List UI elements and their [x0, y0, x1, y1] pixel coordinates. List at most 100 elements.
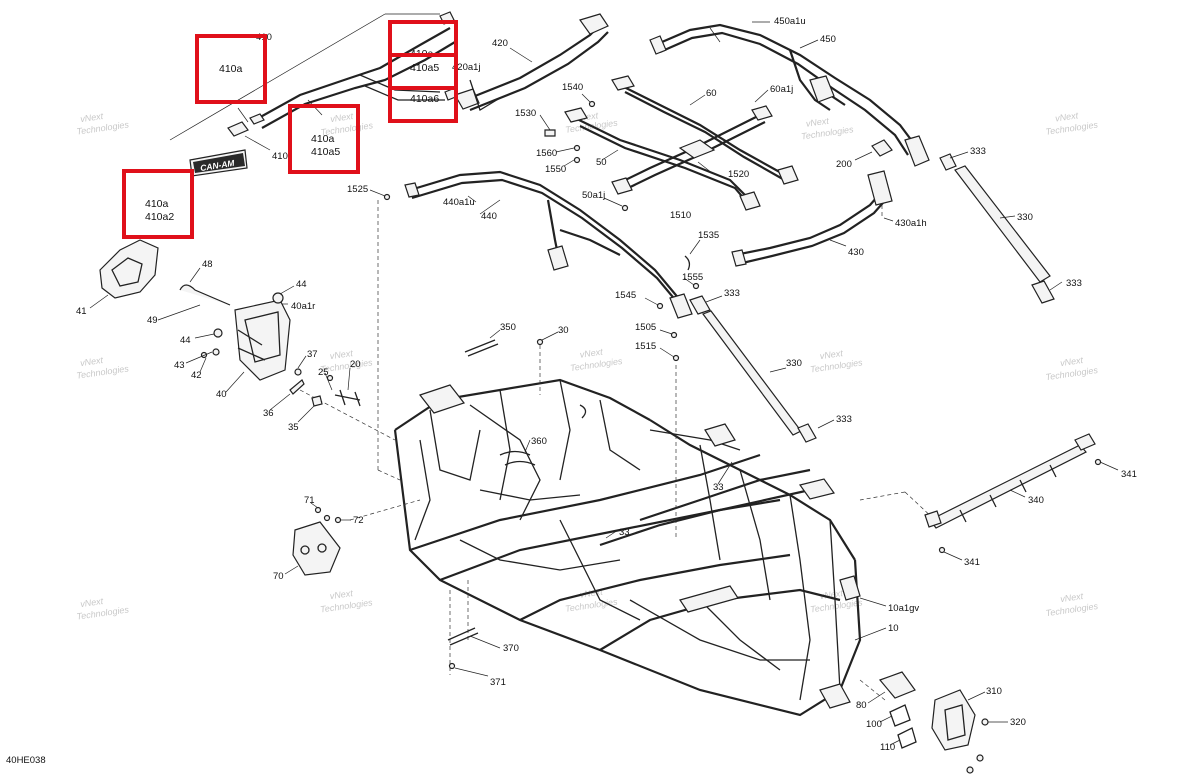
svg-text:vNext: vNext [1060, 591, 1085, 604]
svg-text:vNext: vNext [329, 588, 354, 601]
front-hoop-440 [404, 170, 693, 319]
svg-text:vNext: vNext [805, 116, 830, 129]
label-440: 440 [481, 211, 497, 222]
svg-text:vNext: vNext [79, 355, 104, 368]
label-41: 41 [76, 306, 87, 317]
label-10: 10 [888, 623, 899, 634]
label-20: 20 [350, 359, 361, 370]
highlight-box-410a[interactable]: 410a [195, 34, 267, 104]
highlight-box-410a6[interactable]: 410a6 [388, 86, 458, 123]
label-49: 49 [147, 315, 158, 326]
svg-text:vNext: vNext [329, 348, 354, 361]
label-50a1j: 50a1j [582, 190, 605, 201]
label-70: 70 [273, 571, 284, 582]
skid-plate-41 [89, 239, 159, 309]
svg-text:410a2: 410a2 [145, 211, 174, 223]
highlight-box-410a-410a5[interactable]: 410a 410a5 [288, 104, 360, 174]
label-60a1j: 60a1j [770, 84, 793, 95]
label-1515: 1515 [635, 341, 656, 352]
svg-text:Technologies: Technologies [1045, 119, 1099, 136]
svg-text:410a: 410a [219, 63, 243, 75]
label-341-b: 341 [964, 557, 980, 568]
can-am-decal: CAN-AM [189, 149, 248, 177]
label-333-a: 333 [970, 146, 986, 157]
label-410: 410 [272, 151, 288, 162]
label-340: 340 [1028, 495, 1044, 506]
label-60: 60 [706, 88, 717, 99]
bar-420 [454, 13, 609, 112]
svg-text:vNext: vNext [1059, 355, 1084, 368]
parts-350-30 [464, 329, 559, 357]
label-33-a: 33 [713, 482, 724, 493]
hardware-1535-1555 [644, 239, 711, 315]
label-341-a: 341 [1121, 469, 1137, 480]
svg-text:410a: 410a [145, 198, 169, 210]
label-430a1h: 430a1h [895, 218, 927, 229]
svg-text:410a5: 410a5 [311, 146, 340, 158]
label-330-b: 330 [786, 358, 802, 369]
label-42: 42 [191, 370, 202, 381]
label-80: 80 [856, 700, 867, 711]
parts-370-371 [447, 627, 501, 677]
svg-text:vNext: vNext [819, 348, 844, 361]
svg-text:vNext: vNext [330, 111, 355, 124]
label-1545: 1545 [615, 290, 636, 301]
label-72: 72 [353, 515, 364, 526]
label-110: 110 [880, 742, 895, 753]
svg-text:Technologies: Technologies [1045, 365, 1099, 382]
hardware-35-37 [269, 355, 361, 423]
label-100: 100 [866, 719, 882, 730]
highlight-box-410a-410a2[interactable]: 410a 410a2 [122, 169, 194, 239]
label-330-a: 330 [1017, 212, 1033, 223]
label-71: 71 [304, 495, 315, 506]
svg-text:vNext: vNext [579, 347, 604, 360]
label-1510: 1510 [670, 210, 691, 221]
svg-text:vNext: vNext [819, 588, 844, 601]
svg-text:vNext: vNext [80, 111, 105, 124]
bracket-310 [867, 671, 1008, 774]
bracket-70 [284, 502, 351, 576]
callout-labels: 410 410 420 420a1j 450a1u 450 60 60a1j 1… [76, 16, 1137, 753]
label-333-c: 333 [724, 288, 740, 299]
label-350: 350 [500, 322, 516, 333]
reference-lines [299, 200, 936, 701]
label-420: 420 [492, 38, 508, 49]
label-44-b: 44 [180, 335, 191, 346]
label-35: 35 [288, 422, 299, 433]
svg-text:Technologies: Technologies [810, 357, 864, 374]
label-40: 40 [216, 389, 227, 400]
label-450: 450 [820, 34, 836, 45]
label-43: 43 [174, 360, 185, 371]
label-48: 48 [202, 259, 213, 270]
label-33-b: 33 [619, 527, 630, 538]
main-chassis-10 [393, 378, 862, 717]
label-450a1u: 450a1u [774, 16, 806, 27]
svg-text:410a6: 410a6 [410, 93, 439, 105]
svg-text:vNext: vNext [1055, 110, 1080, 123]
label-360: 360 [531, 436, 547, 447]
label-430: 430 [848, 247, 864, 258]
svg-text:Technologies: Technologies [320, 597, 374, 614]
label-1540: 1540 [562, 82, 583, 93]
label-40a1r: 40a1r [291, 301, 315, 312]
label-30: 30 [558, 325, 569, 336]
label-25: 25 [318, 367, 329, 378]
cross-frame-50-60 [564, 75, 799, 211]
label-310: 310 [986, 686, 1002, 697]
strut-330-right [854, 139, 1063, 304]
label-1550: 1550 [545, 164, 566, 175]
hardware-1505-1515 [659, 329, 680, 362]
svg-text:Technologies: Technologies [1045, 601, 1099, 618]
svg-text:vNext: vNext [80, 596, 105, 609]
label-200: 200 [836, 159, 852, 170]
